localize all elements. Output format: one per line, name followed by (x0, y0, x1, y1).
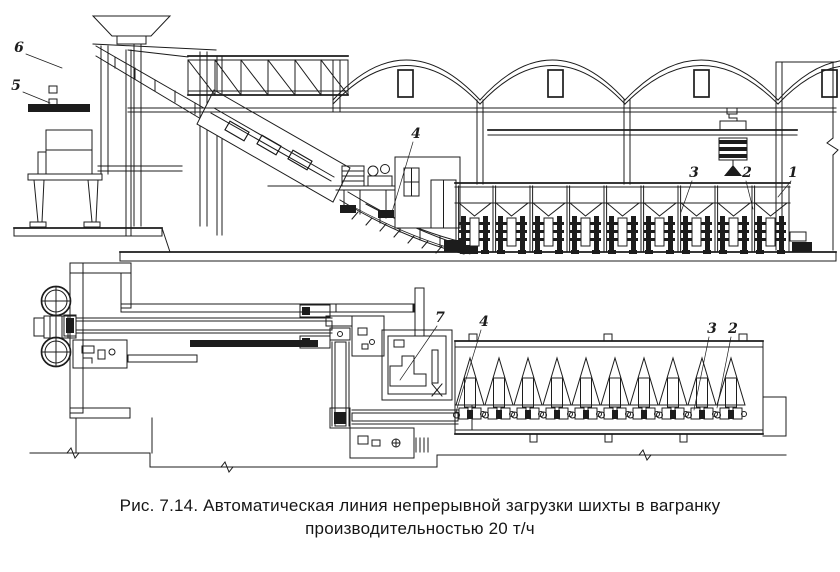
figure-caption: Рис. 7.14. Автоматическая линия непрерыв… (0, 494, 840, 541)
technical-drawing: 6 5 4 3 2 1 (11, 15, 840, 473)
arched-roof (332, 59, 840, 105)
charge-funnel (91, 15, 172, 45)
feeder-conveyor-plan (351, 404, 473, 431)
elevation-view: 6 5 4 3 2 1 (11, 15, 840, 262)
caption-line-2: производительностью 20 т/ч (305, 519, 535, 539)
plan-callouts: 7 4 3 2 (399, 310, 738, 413)
roof-window (397, 69, 838, 98)
small-equipment-room (351, 315, 385, 357)
roof-truss-bridge (127, 49, 349, 96)
site-boundary-line (29, 447, 787, 473)
tower-ground-line (13, 227, 171, 253)
plan-view: 7 4 3 2 (29, 262, 787, 473)
control-room (381, 329, 453, 401)
cupola-2 (40, 336, 72, 368)
wall-break-line (826, 61, 839, 251)
label-5: 5 (11, 78, 21, 94)
vertical-conveyor-plan (329, 341, 351, 429)
main-conveyor-plan (63, 314, 333, 337)
label-2-plan: 2 (727, 321, 738, 337)
label-7: 7 (435, 310, 445, 326)
hoist-with-grab (718, 107, 748, 176)
inclined-conveyor-truss (95, 45, 217, 123)
label-4-elevation: 4 (411, 126, 421, 142)
label-3-elevation: 3 (689, 165, 699, 181)
cupola-1 (40, 285, 72, 317)
main-ground-line (119, 251, 837, 262)
label-3-plan: 3 (707, 321, 717, 337)
conveyor-gallery (196, 89, 351, 203)
label-1: 1 (788, 165, 798, 181)
elevation-callouts: 6 5 4 3 2 1 (11, 40, 798, 213)
equipment-box (72, 339, 128, 369)
label-2-elevation: 2 (741, 165, 752, 181)
charging-tower (27, 43, 223, 236)
caption-line-1: Рис. 7.14. Автоматическая линия непрерыв… (119, 496, 721, 515)
pump-room (349, 427, 429, 459)
operator-platform (389, 355, 427, 387)
label-6: 6 (14, 40, 24, 56)
plan-walls (69, 262, 425, 454)
machine-building (394, 156, 461, 229)
monorail-beam (487, 129, 798, 136)
label-4-plan: 4 (479, 314, 489, 330)
bunker-row-elevation (454, 182, 812, 255)
bunker-row-plan (453, 333, 787, 443)
building-columns (127, 59, 837, 251)
